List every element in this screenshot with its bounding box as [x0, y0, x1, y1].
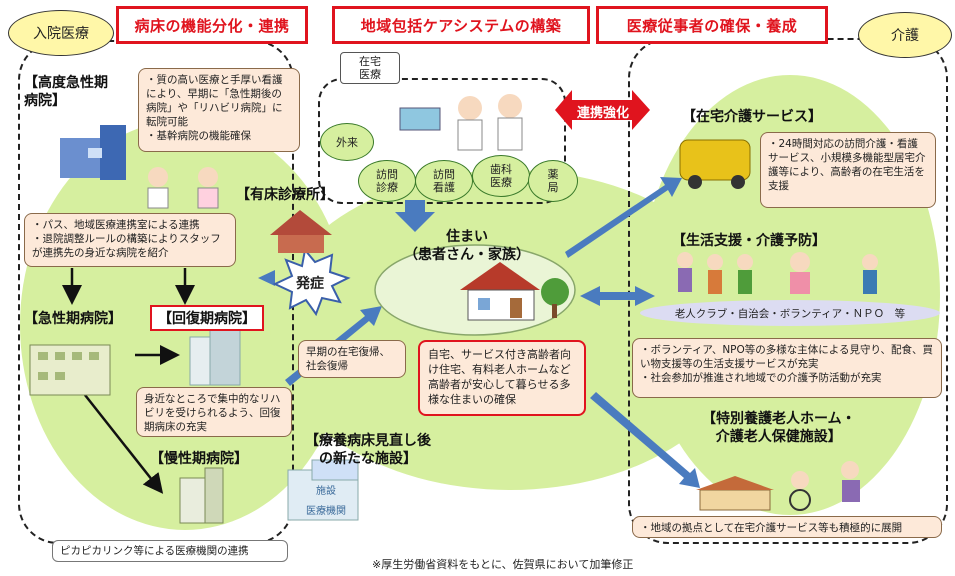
early-return-note: 早期の在宅復帰、社会復帰 [298, 340, 406, 378]
inpatient-label: 入院医療 [8, 10, 114, 56]
coop-label: 連携強化 [577, 106, 630, 121]
elderly-people-illustration [677, 252, 878, 294]
residence-note: 自宅、サービス付き高齢者向け住宅、有料老人ホームなど高齢者が安心して暮らせる多様… [418, 340, 586, 416]
onset-starburst [272, 247, 351, 317]
recovery-hospital-building [189, 326, 241, 386]
coordination-note: ・パス、地域医療連携室による連携 ・退院調整ルールの構築によりスタッフが連携先の… [24, 213, 236, 267]
recovery-hospital-title: 【回復期病院】 [150, 305, 264, 331]
facility-sign: 施設 [316, 486, 336, 497]
arrow-acute-to-chronic [84, 394, 164, 494]
onset-label: 発症 [296, 276, 324, 292]
banner-medical-staff: 医療従事者の確保・養成 [596, 6, 828, 44]
life-support-note: ・ボランティア、NPO等の多様な主体による見守り、配食、買い物支援等の生活支援サ… [632, 338, 942, 398]
banner-community-care: 地域包括ケアシステムの構築 [332, 6, 590, 44]
nursing-home-note: ・地域の拠点として在宅介護サービス等も積極的に展開 [632, 516, 942, 538]
medical-staff-illustration [147, 94, 523, 209]
clinic-title: 【有床診療所】 [236, 187, 334, 203]
recovery-note: 身近なところで集中的なリハビリを受けられるよう、回復期病床の充実 [136, 387, 292, 437]
medical-institution-sign: 医療機関 [306, 506, 346, 517]
source-footer: ※厚生労働省資料をもとに、佐賀県において加筆修正 [372, 558, 634, 571]
service-outpatient: 外来 [320, 123, 374, 161]
nursing-home-title: 【特別養護老人ホーム・ 介護老人保健施設】 [702, 411, 856, 445]
advanced-hospital-building [60, 125, 126, 180]
care-label: 介護 [858, 12, 952, 58]
home-medical-label: 在宅 医療 [340, 52, 400, 84]
home-care-note: ・24時間対応の訪問介護・看護サービス、小規模多機能型居宅介護等により、高齢者の… [760, 132, 936, 208]
arrow-residence-to-homecare [565, 177, 682, 258]
banner-function-differentiation: 病床の機能分化・連携 [116, 6, 308, 44]
coop-arrow [555, 90, 650, 130]
home-care-van [679, 139, 751, 189]
acute-hospital-title: 【急性期病院】 [24, 311, 122, 327]
residence-house [374, 244, 576, 336]
medical-link-note: ピカピカリンク等による医療機関の連携 [52, 540, 288, 562]
service-visit-medical: 訪問 診療 [358, 160, 416, 202]
residence-title: 住まい （患者さん・家族） [404, 229, 530, 263]
advanced-acute-title: 【高度急性期 病院】 [24, 75, 108, 109]
advanced-acute-note: ・質の高い医療と手厚い看護により、早期に「急性期後の病院」や「リハビリ病院」に転… [138, 68, 300, 152]
chronic-hospital-building [179, 467, 224, 524]
community-groups-label: 老人クラブ・自治会・ボランティア・ＮＰＯ 等 [640, 300, 940, 326]
service-visit-nursing: 訪問 看護 [415, 160, 473, 202]
arrow-home-to-residence [395, 200, 435, 232]
clinic-building [270, 210, 332, 253]
arrow-residence-nursing [590, 392, 700, 488]
service-dental: 歯科 医療 [472, 155, 530, 197]
chronic-hospital-title: 【慢性期病院】 [150, 451, 248, 467]
home-care-title: 【在宅介護サービス】 [682, 109, 822, 125]
arrow-residence-lifesupport [580, 286, 655, 306]
life-support-title: 【生活支援・介護予防】 [672, 233, 826, 249]
service-pharmacy: 薬 局 [528, 160, 578, 202]
new-facility-illustration [287, 459, 359, 521]
new-facility-title: 【療養病床見直し後 の新たな施設】 [305, 433, 431, 467]
nursing-home-illustration [696, 461, 860, 511]
home-medical-region [318, 78, 566, 204]
arrow-onset-to-hospital [258, 270, 275, 286]
acute-hospital-building [29, 344, 111, 396]
